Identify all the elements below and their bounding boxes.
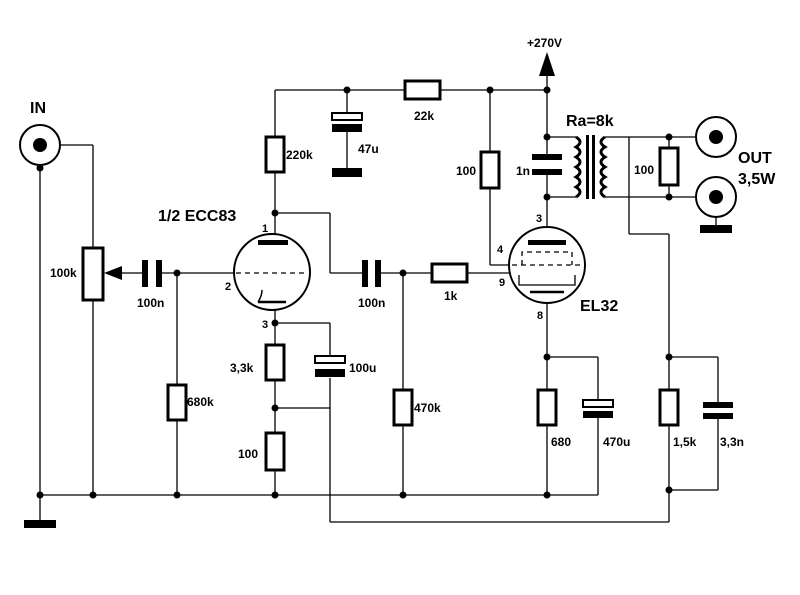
cathode-capacitor-1-plate [315,369,345,377]
supply-res-value: 22k [414,109,434,123]
cathode-cap-1-value: 100u [349,361,376,375]
supply-resistor [403,79,442,101]
grid-resistor-2 [392,388,414,427]
plate-resistor-1 [264,135,286,174]
cathode-res-1b-value: 100 [238,447,258,461]
cathode-capacitor-2 [582,399,614,408]
feedback-resistor [658,388,680,427]
input-capacitor [142,260,148,287]
pentode-tube [508,226,586,304]
ground-symbol [24,520,56,528]
feedback-capacitor-plate [703,413,733,419]
filter-cap-value: 47u [358,142,379,156]
grid-res-1-value: 680k [187,395,214,409]
grid-res-2-value: 470k [414,401,441,415]
output-resistor [658,146,680,187]
coupling-cap-value: 100n [358,296,385,310]
wiring [39,62,719,523]
transformer-label: Ra=8k [566,113,614,130]
filter-capacitor [331,112,363,121]
screen-res-value: 100 [456,164,476,178]
grid-stopper-value: 1k [444,289,458,303]
output-jack-hot [695,116,737,158]
plate-capacitor-plate [532,169,562,175]
wiper-arrow-icon [104,266,122,280]
cathode-cap-2-value: 470u [603,435,630,449]
grid-stopper-resistor [430,262,469,284]
output-ground-symbol [700,225,732,233]
coupling-capacitor [362,260,368,287]
supply-label: +270V [527,36,562,50]
output-jack-ground [695,176,737,218]
triode-pin-cathode: 3 [262,319,268,331]
pentode-pin-anode: 3 [536,213,542,225]
pot-value: 100k [50,266,77,280]
cathode-capacitor-2-plate [583,411,613,418]
cathode-res-2-value: 680 [551,435,571,449]
output-res-value: 100 [634,163,654,177]
triode-tube [233,233,311,311]
grid-resistor-1 [166,383,188,422]
output-label: OUT [738,150,772,167]
cathode-capacitor-1 [314,355,346,364]
plate-res-1-value: 220k [286,148,313,162]
screen-resistor [479,150,501,190]
cathode-resistor-2 [536,388,558,427]
feedback-res-value: 1,5k [673,435,697,449]
feedback-capacitor [703,402,733,408]
pentode-label: EL32 [580,298,618,315]
volume-potentiometer [81,246,105,302]
coupling-capacitor-plate [375,260,381,287]
triode-label: 1/2 ECC83 [158,208,236,225]
input-jack [19,124,61,166]
feedback-cap-value: 3,3n [720,435,744,449]
plate-cap-value: 1n [516,164,530,178]
triode-pin-plate: 1 [262,223,268,235]
filter-capacitor-ground [332,168,362,177]
plate-capacitor [532,154,562,160]
output-power-label: 3,5W [738,171,776,188]
input-cap-value: 100n [137,296,164,310]
input-label: IN [30,100,46,117]
pentode-pin-screen: 4 [497,244,504,256]
cathode-resistor-1a [264,343,286,382]
filter-capacitor-plate-top [332,124,362,132]
output-transformer [573,135,608,199]
triode-pin-grid: 2 [225,281,231,293]
pentode-pin-grid: 9 [499,277,505,289]
cathode-resistor-1b [264,431,286,472]
supply-arrow-icon [539,52,555,76]
cathode-res-1a-value: 3,3k [230,361,254,375]
input-capacitor-plate [156,260,162,287]
pentode-pin-cathode: 8 [537,310,543,322]
junction-dots [36,86,673,499]
